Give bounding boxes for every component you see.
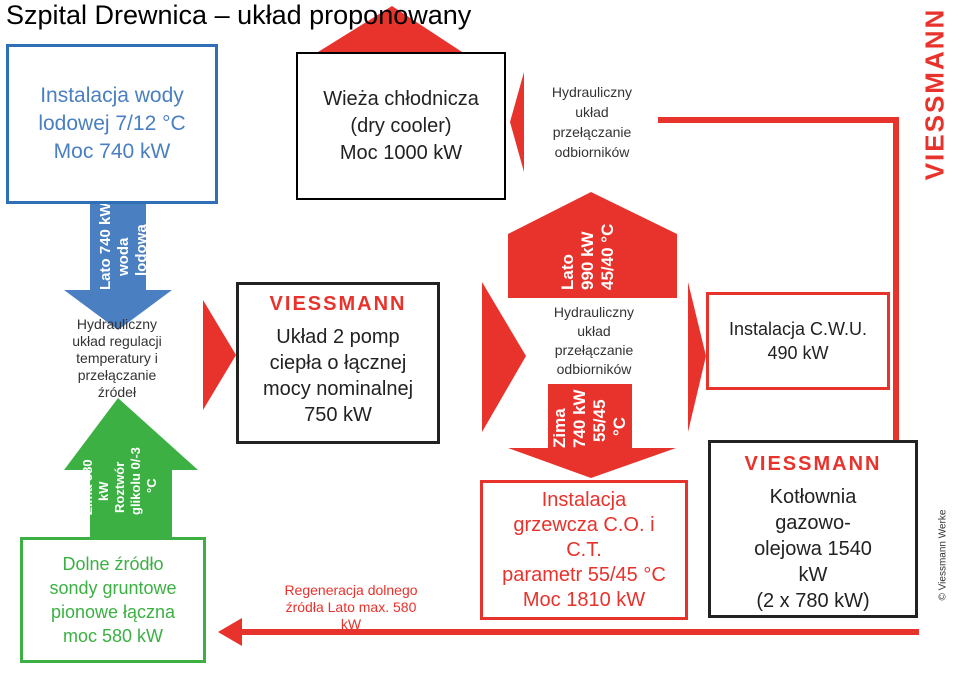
summer-water-label: Lato 740 kW woda lodowa — [97, 198, 150, 290]
boiler-label: Kotłownia gazowo- olejowa 1540 kW (2 x 7… — [754, 486, 872, 612]
summer-990-arrow — [508, 192, 677, 298]
boiler-box: VIESSMANN Kotłownia gazowo- olejowa 1540… — [708, 440, 918, 618]
regeneration-box: Regeneracja dolnego źródła Lato max. 580… — [284, 581, 418, 632]
page-title: Szpital Drewnica – układ proponowany — [6, 0, 472, 30]
regeneration-arrowhead — [218, 618, 242, 646]
winter-glycol-label: Zima 580 kW Roztwór glikolu 0/-3 °C — [80, 443, 159, 515]
pumps-label: Układ 2 pomp ciepła o łącznej mocy nomin… — [262, 326, 414, 426]
copyright-text: © Viessmann Werke — [937, 509, 949, 601]
winter-740-arrow — [508, 384, 676, 478]
hydraulic-mid-box: Hydrauliczny układ przełączanie odbiorni… — [526, 300, 662, 382]
winter-740-label: Zima 740 kW 55/45 °C — [550, 385, 629, 448]
chilled-water-box: Instalacja wody lodowej 7/12 °C Moc 740 … — [6, 44, 218, 204]
heating-box: Instalacja grzewcza C.O. i C.T. parametr… — [480, 480, 688, 620]
hydraulic-top-box: Hydrauliczny układ przełączanie odbiorni… — [526, 72, 658, 172]
dry-cooler-up-arrow — [318, 6, 462, 52]
ground-source-box: Dolne źródło sondy gruntowe pionowe łącz… — [20, 537, 206, 663]
summer-990-label: Lato 990 kW 45/40 °C — [558, 224, 617, 290]
summer-water-arrow — [64, 204, 172, 330]
to-dry-cooler-arrow — [510, 72, 524, 172]
viessmann-logo: VIESSMANN — [269, 293, 407, 315]
dry-cooler-box: Wieża chłodnicza (dry cooler) Moc 1000 k… — [296, 52, 506, 200]
viessmann-logo-vertical: VIESSMANN — [919, 7, 950, 181]
to-pumps-arrow — [203, 300, 236, 410]
viessmann-logo-boiler: VIESSMANN — [744, 453, 882, 475]
boiler-return-line — [658, 117, 899, 440]
hydraulic-left-box: Hydrauliczny układ regulacji temperatury… — [72, 315, 162, 400]
pumps-box: VIESSMANN Układ 2 pomp ciepła o łącznej … — [236, 282, 440, 444]
to-hydraulic-mid-arrow — [482, 282, 526, 432]
to-cwu-arrow — [688, 282, 706, 432]
cwu-box: Instalacja C.W.U. 490 kW — [706, 292, 890, 390]
winter-glycol-arrow — [64, 398, 198, 537]
